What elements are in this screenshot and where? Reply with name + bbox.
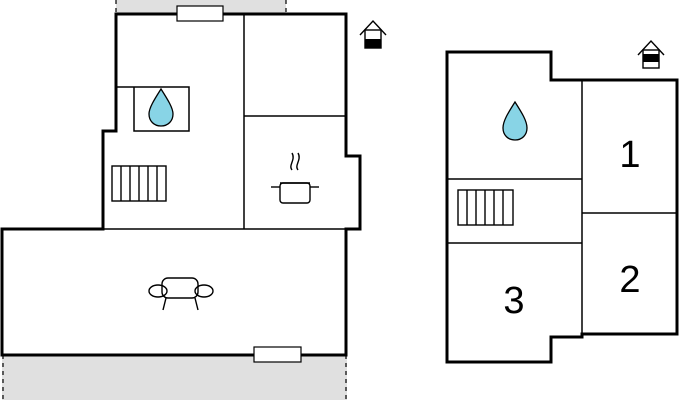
window-bottom [253, 346, 302, 363]
cooking-pot-icon [271, 152, 319, 204]
staircase-icon [457, 189, 514, 226]
water-drop-icon [148, 87, 174, 127]
ground-floor [0, 0, 387, 400]
room-number-3: 3 [503, 280, 524, 322]
upper-floor: 1 2 3 [445, 39, 679, 364]
window-top [176, 5, 224, 22]
room-number-2: 2 [619, 259, 640, 301]
house-ground-floor-icon [359, 19, 387, 49]
staircase-icon [111, 165, 167, 202]
water-drop-icon [502, 100, 528, 141]
house-upper-floor-icon [637, 39, 665, 69]
sofa-icon [148, 277, 214, 311]
room-number-1: 1 [619, 134, 640, 176]
upper-floor-outline [445, 50, 679, 364]
ground-floor-outline [0, 12, 362, 357]
